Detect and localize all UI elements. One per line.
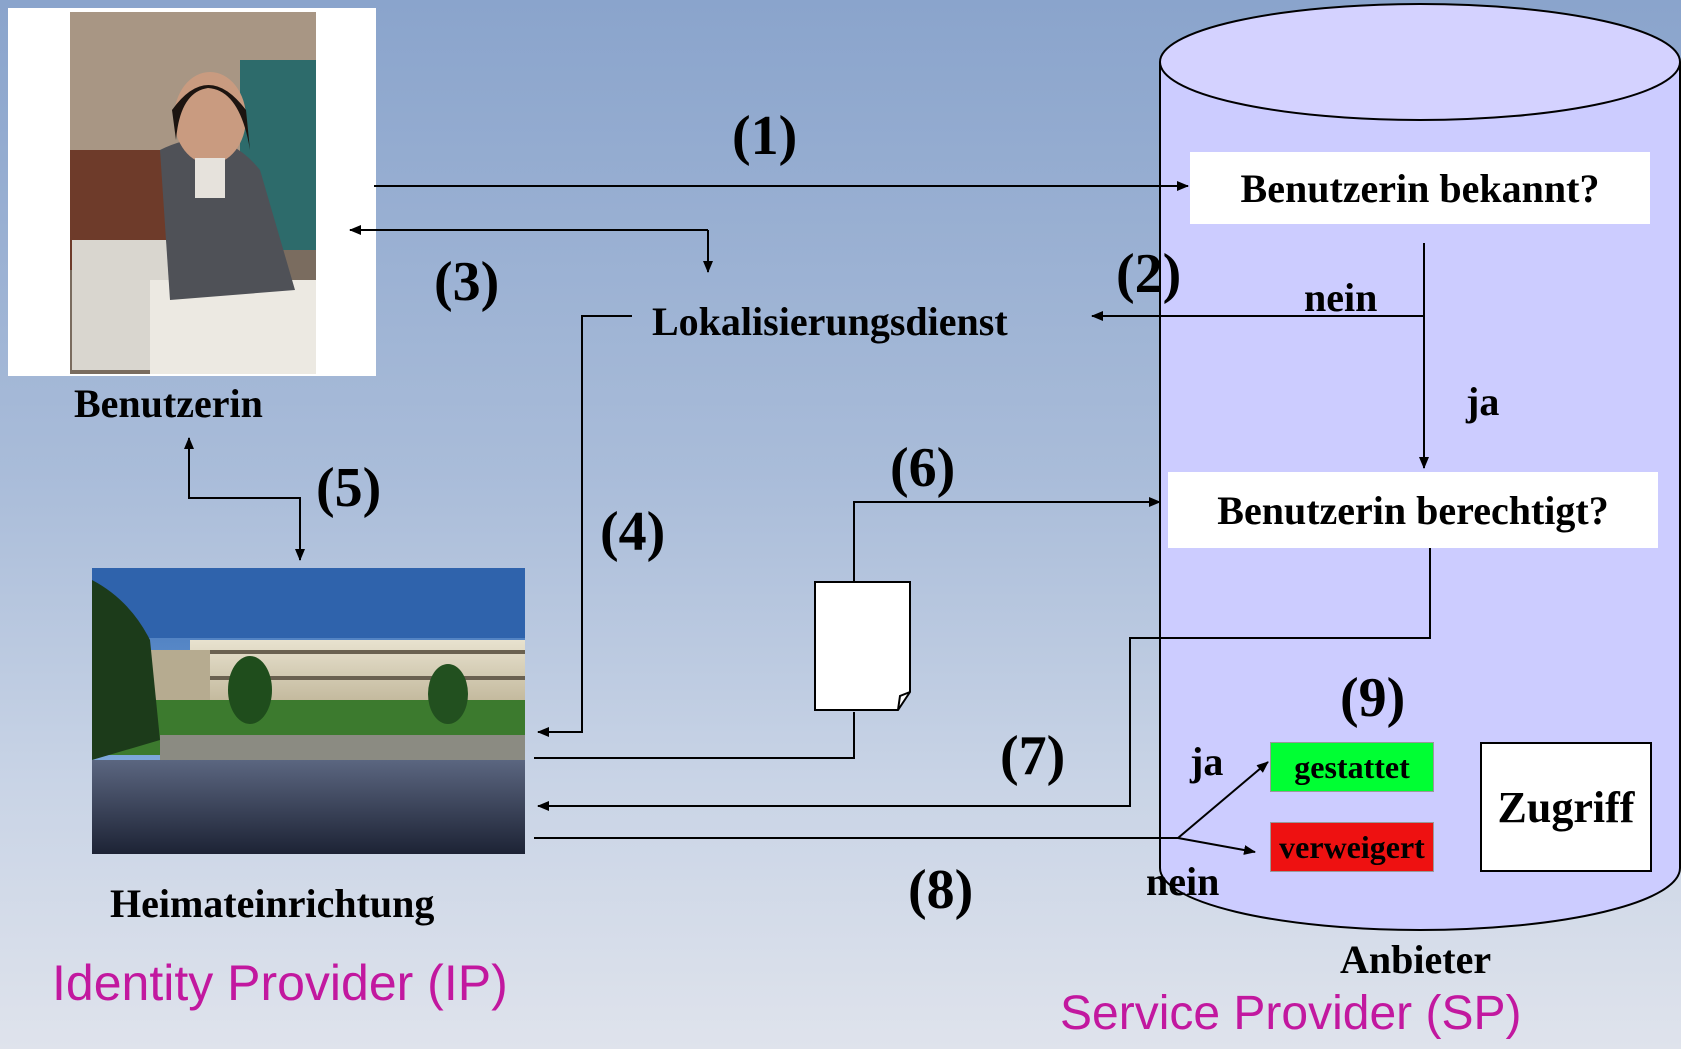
step-3-label: (3) bbox=[434, 251, 500, 313]
step-5-label: (5) bbox=[316, 457, 382, 519]
access-denied-badge: verweigert bbox=[1270, 822, 1434, 872]
step-4-label: (4) bbox=[600, 501, 666, 563]
connectors bbox=[184, 181, 1431, 855]
step-2-label: (2) bbox=[1116, 243, 1182, 305]
question-authorized-box: Benutzerin berechtigt? bbox=[1168, 472, 1658, 548]
access-allowed-badge: gestattet bbox=[1270, 742, 1434, 792]
step-9-label: (9) bbox=[1340, 667, 1406, 729]
question-known-box: Benutzerin bekannt? bbox=[1190, 152, 1650, 224]
step-6-label: (6) bbox=[890, 437, 956, 499]
home-institution-photo bbox=[92, 568, 525, 854]
yes-label-access: ja bbox=[1190, 739, 1224, 784]
home-institution-label: Heimateinrichtung bbox=[110, 881, 435, 926]
access-box: Zugriff bbox=[1480, 742, 1652, 872]
user-label: Benutzerin bbox=[74, 381, 263, 426]
yes-label-known: ja bbox=[1466, 379, 1500, 424]
step-1-label: (1) bbox=[732, 105, 798, 167]
step-7-label: (7) bbox=[1000, 725, 1066, 787]
no-label-access: nein bbox=[1146, 859, 1220, 904]
locator-service-label: Lokalisierungsdienst bbox=[652, 299, 1008, 344]
step-8-label: (8) bbox=[908, 859, 974, 921]
service-provider-label: Service Provider (SP) bbox=[1060, 987, 1522, 1040]
user-photo bbox=[8, 8, 376, 376]
document-icon bbox=[814, 581, 911, 711]
identity-provider-label: Identity Provider (IP) bbox=[52, 955, 508, 1011]
no-label-known: nein bbox=[1304, 275, 1378, 320]
provider-label: Anbieter bbox=[1340, 937, 1492, 982]
